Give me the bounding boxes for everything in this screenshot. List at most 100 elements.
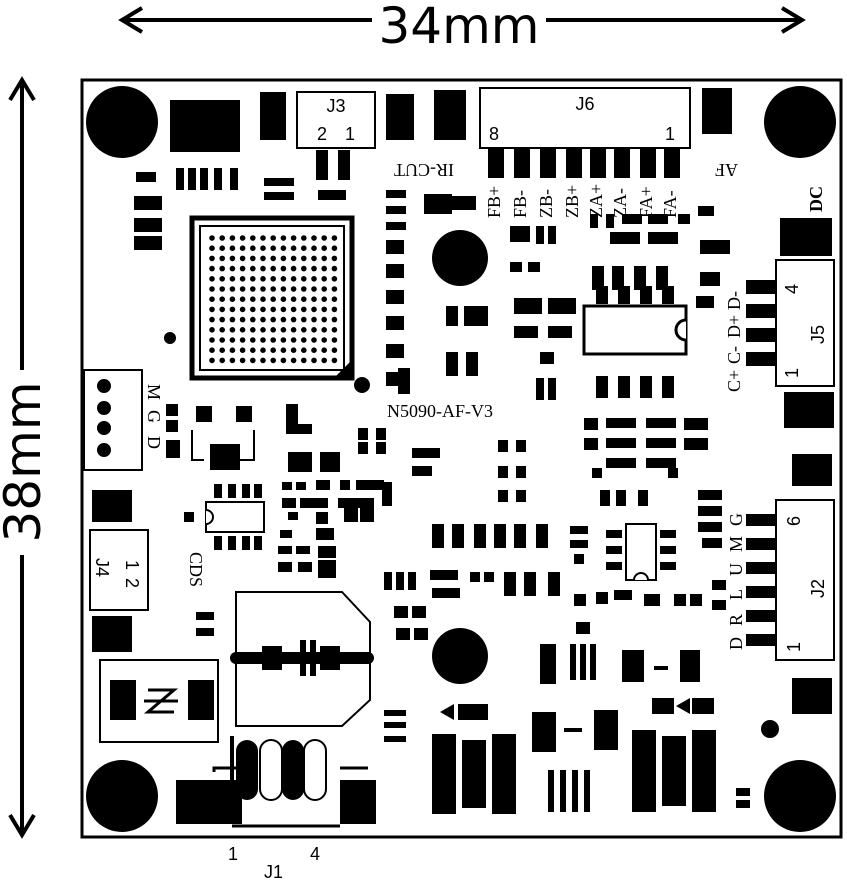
bga-ball bbox=[229, 347, 236, 354]
smd-pad bbox=[264, 192, 294, 200]
bga-ball bbox=[270, 327, 277, 333]
smd-pad bbox=[474, 524, 486, 548]
smd-pad bbox=[176, 168, 184, 190]
bga-ball bbox=[250, 235, 256, 241]
bga-ball bbox=[229, 276, 236, 282]
via-dot bbox=[761, 720, 779, 738]
smd-pad bbox=[612, 266, 624, 290]
bga-ball bbox=[260, 276, 266, 282]
bga-ball bbox=[270, 276, 277, 282]
bga-ball bbox=[321, 265, 328, 272]
bga-ball bbox=[331, 357, 338, 364]
smd-pad bbox=[536, 524, 548, 548]
j2-pin-last: 1 bbox=[784, 642, 804, 652]
j2-label: J2 bbox=[808, 579, 828, 598]
j4-pin-last: 2 bbox=[122, 578, 142, 588]
bga-ball bbox=[280, 306, 287, 313]
bga-ball bbox=[229, 235, 236, 241]
smd-pad bbox=[344, 498, 358, 522]
bga-ball bbox=[331, 255, 338, 262]
bga-ball bbox=[209, 286, 215, 292]
smd-pad bbox=[516, 440, 526, 452]
smd-pad bbox=[358, 428, 368, 440]
smd-pad bbox=[386, 206, 406, 214]
j4-connector bbox=[89, 529, 149, 611]
smd-pad bbox=[540, 644, 556, 684]
lens-holder bbox=[230, 591, 374, 727]
smd-pad bbox=[572, 770, 578, 812]
smd-pad bbox=[584, 438, 598, 450]
smd-pad bbox=[188, 168, 196, 190]
j6-connector bbox=[479, 87, 691, 178]
bga-ball bbox=[290, 265, 297, 272]
smd-pad bbox=[514, 524, 526, 548]
smd-pad bbox=[540, 352, 554, 364]
bga-ball bbox=[239, 296, 246, 303]
smd-pad bbox=[600, 490, 610, 506]
bga-ball bbox=[301, 235, 307, 241]
bga-ball bbox=[260, 327, 266, 333]
smd-pad bbox=[360, 498, 374, 522]
smd-pad bbox=[516, 466, 526, 478]
bga-ball bbox=[239, 245, 246, 251]
bga-ball bbox=[219, 316, 225, 323]
smd-pad bbox=[414, 628, 428, 640]
bga-ball bbox=[331, 306, 338, 313]
bga-ball bbox=[301, 245, 307, 251]
bga-ball bbox=[250, 347, 256, 354]
smd-pad bbox=[698, 206, 714, 216]
j3-pin-last: 1 bbox=[345, 124, 355, 144]
bga-ball bbox=[229, 286, 236, 292]
bga-ball bbox=[270, 337, 277, 343]
bga-ball bbox=[321, 245, 328, 251]
smd-pad bbox=[316, 512, 328, 524]
j6-signal: FB+ bbox=[484, 186, 504, 218]
bga-ball bbox=[290, 337, 297, 343]
smd-pad bbox=[264, 178, 294, 186]
smd-pad bbox=[548, 298, 576, 314]
smd-pad bbox=[412, 466, 432, 476]
smd-pad bbox=[278, 562, 292, 572]
height-dimension bbox=[8, 76, 36, 839]
smd-pad bbox=[166, 420, 178, 432]
smd-pad bbox=[316, 150, 328, 180]
smd-pad bbox=[646, 458, 676, 468]
smd-pad bbox=[386, 240, 404, 254]
smd-pad bbox=[584, 770, 590, 812]
j3-pin-first: 2 bbox=[317, 124, 327, 144]
smd-pad bbox=[592, 266, 604, 290]
bga-ball bbox=[290, 327, 297, 333]
bga-ball bbox=[280, 347, 287, 354]
smd-pad bbox=[736, 788, 750, 796]
bga-ball bbox=[219, 296, 225, 303]
bga-ball bbox=[301, 337, 307, 343]
smd-pad bbox=[698, 506, 722, 516]
smd-pad bbox=[386, 290, 404, 304]
bga-ball bbox=[311, 296, 317, 303]
small-chip bbox=[205, 484, 265, 550]
mounting-hole bbox=[86, 760, 158, 832]
smd-pad bbox=[592, 468, 602, 478]
smd-pad bbox=[654, 666, 668, 670]
smd-pad bbox=[286, 424, 312, 434]
vertical-chip bbox=[606, 523, 676, 581]
bga-ball bbox=[239, 235, 246, 241]
bga-ball bbox=[250, 276, 256, 282]
mounting-hole bbox=[764, 760, 836, 832]
bga-ball bbox=[229, 296, 236, 303]
smd-pad bbox=[590, 644, 596, 680]
bga-ball bbox=[260, 357, 266, 364]
inductor bbox=[632, 698, 716, 812]
bga-ball bbox=[311, 245, 317, 251]
j3-label: J3 bbox=[326, 96, 345, 116]
bga-ball bbox=[219, 327, 225, 333]
bga-ball bbox=[280, 276, 287, 282]
smd-pad bbox=[700, 272, 720, 286]
bga-ball bbox=[301, 357, 307, 364]
bga-ball bbox=[290, 306, 297, 313]
via-dot bbox=[164, 332, 176, 344]
smd-pad bbox=[570, 644, 576, 680]
width-dimension-label: 34mm bbox=[378, 0, 539, 55]
smd-pads bbox=[92, 88, 834, 812]
smd-pad bbox=[684, 438, 708, 450]
